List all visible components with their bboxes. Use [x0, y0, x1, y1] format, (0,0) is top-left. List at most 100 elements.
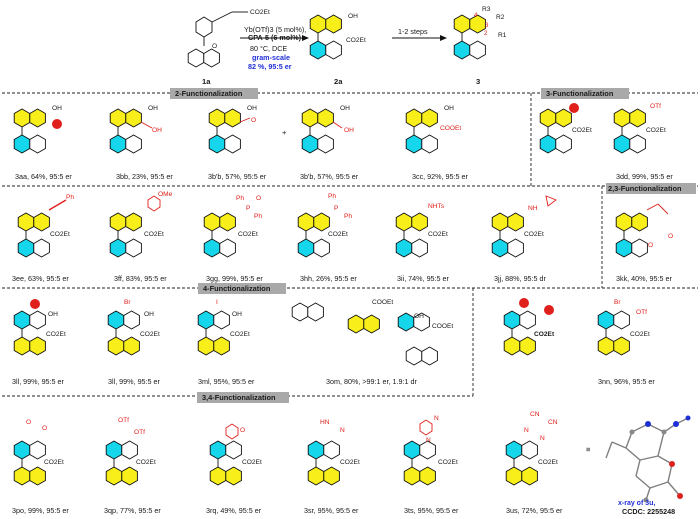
svg-text:O: O [42, 425, 47, 432]
caption-3g: 3gg, 99%, 95:5 er [206, 274, 263, 283]
compound-3c: OH COOEt 3cc, 92%, 95:5 er [406, 105, 469, 181]
svg-text:OH: OH [148, 105, 158, 112]
svg-text:OTf: OTf [650, 103, 661, 110]
caption-3h: 3hh, 26%, 95:5 er [300, 274, 357, 283]
compound-3o: COOEt OH COOEt 3om, 80%, >99:1 er, 1.9:1… [291, 299, 453, 386]
svg-text:O: O [668, 233, 673, 240]
compound-3a: OH 3aa, 64%, 95:5 er [14, 105, 72, 181]
svg-text:Br: Br [124, 299, 131, 306]
svg-text:O: O [648, 242, 653, 249]
caption-3b-alcohol: 3b'b, 57%, 95:5 er [300, 172, 359, 181]
xray-structure: x-ray of 3u, CCDC: 2255248 [605, 415, 691, 516]
svg-text:OTf: OTf [134, 429, 145, 436]
svg-text:CO2Et: CO2Et [340, 459, 360, 466]
svg-text:OMe: OMe [158, 191, 173, 198]
caption-3f: 3ff, 83%, 95:5 er [114, 274, 167, 283]
svg-text:OH: OH [144, 311, 154, 318]
reactant-label: 1a [202, 77, 211, 86]
svg-text:Ph: Ph [236, 195, 244, 202]
svg-text:CO2Et: CO2Et [572, 127, 592, 134]
svg-text:OH: OH [52, 105, 62, 112]
caption-3u: 3us, 72%, 95:5 er [506, 506, 563, 515]
compound-3r: O CO2Et 3rq, 49%, 95:5 er [206, 423, 262, 515]
svg-text:COOEt: COOEt [440, 125, 461, 132]
section-headers: 2-Functionalization 3-Functionalization … [170, 88, 696, 403]
svg-text:OH: OH [444, 105, 454, 112]
arrow2-label: 1-2 steps [398, 27, 428, 36]
plus-sign: + [282, 128, 287, 137]
svg-text:CO2Et: CO2Et [534, 331, 555, 338]
svg-text:CO2Et: CO2Et [140, 331, 160, 338]
svg-text:CO2Et: CO2Et [524, 231, 544, 238]
svg-text:Br: Br [614, 299, 621, 306]
svg-text:N: N [524, 427, 529, 434]
svg-text:CO2Et: CO2Et [50, 231, 70, 238]
svg-text:N: N [434, 415, 439, 422]
arrow-1: Yb(OTf)3 (5 mol%), CPA-5 (6 mol%) 80 °C,… [240, 25, 309, 71]
xray-caption: x-ray of 3u, [618, 500, 655, 507]
compound-3d-red: CO2Et [540, 103, 592, 153]
svg-text:O: O [240, 427, 245, 434]
header-34-functionalization: 3,4-Functionalization [202, 393, 276, 402]
svg-text:N: N [340, 427, 345, 434]
svg-text:NH: NH [528, 205, 538, 212]
caption-3m-br: 3ll, 99%, 95:5 er [108, 377, 161, 386]
reactant-ester: CO2Et [250, 9, 270, 16]
svg-text:P: P [246, 205, 251, 212]
arrow-2: 1-2 steps [392, 27, 447, 41]
svg-text:O: O [256, 195, 261, 202]
svg-text:O: O [251, 117, 256, 124]
svg-text:CN: CN [548, 419, 558, 426]
svg-text:N: N [426, 437, 431, 444]
svg-text:CO2Et: CO2Et [242, 459, 262, 466]
svg-text:CO2Et: CO2Et [136, 459, 156, 466]
svg-text:OH: OH [340, 105, 350, 112]
intermediate-ester: CO2Et [346, 37, 366, 44]
caption-3n: 3nn, 96%, 95:5 er [598, 377, 655, 386]
section-frames [2, 92, 698, 397]
svg-text:Ph: Ph [328, 193, 336, 200]
svg-text:OH: OH [414, 313, 424, 320]
svg-text:OTf: OTf [118, 417, 129, 424]
svg-text:OH: OH [48, 311, 58, 318]
svg-text:CO2Et: CO2Et [538, 459, 558, 466]
caption-3b: 3bb, 23%, 95:5 er [116, 172, 173, 181]
svg-text:OH: OH [247, 105, 257, 112]
svg-text:OTf: OTf [636, 309, 647, 316]
svg-text:HN: HN [320, 419, 330, 426]
svg-text:CO2Et: CO2Et [646, 127, 666, 134]
caption-3m: 3ml, 95%, 95:5 er [198, 377, 255, 386]
product-r2: R2 [496, 14, 505, 21]
compound-3f: OMe CO2Et 3ff, 83%, 95:5 er [110, 191, 173, 283]
caption-3i: 3ii, 74%, 95:5 er [397, 274, 450, 283]
svg-text:CO2Et: CO2Et [438, 459, 458, 466]
intermediate-label: 2a [334, 77, 343, 86]
product-pos3: 3 [485, 22, 489, 29]
caption-3a: 3aa, 64%, 95:5 er [15, 172, 72, 181]
caption-3p: 3po, 99%, 95:5 er [12, 506, 69, 515]
arrow1-line5: 82 %, 95:5 er [248, 62, 292, 71]
svg-text:CN: CN [530, 411, 540, 418]
svg-text:Ph: Ph [344, 213, 352, 220]
caption-3c: 3cc, 92%, 95:5 er [412, 172, 469, 181]
compound-3p: O O CO2Et 3po, 99%, 95:5 er [12, 419, 69, 515]
compound-3t: N N CO2Et 3ts, 95%, 95:5 er [404, 415, 459, 515]
caption-3b-prime: 3b'b, 57%, 95:5 er [208, 172, 267, 181]
compound-3n-red: CO2Et [504, 298, 555, 355]
compound-3k: O O 3kk, 40%, 95:5 er [616, 203, 673, 283]
compound-3i: NHTs CO2Et 3ii, 74%, 95:5 er [396, 203, 450, 283]
compound-3m-br: Br OH CO2Et 3ll, 99%, 95:5 er [108, 299, 161, 386]
compound-3q: OTf OTf CO2Et 3qp, 77%, 95:5 er [104, 417, 161, 515]
svg-text:CO2Et: CO2Et [44, 459, 64, 466]
header-2-functionalization: 2-Functionalization [175, 89, 243, 98]
svg-text:CO2Et: CO2Et [144, 231, 164, 238]
product-3: R3 R2 R1 4 3 2 3 [454, 6, 507, 86]
caption-3k: 3kk, 40%, 95:5 er [616, 274, 673, 283]
svg-text:I: I [216, 299, 218, 306]
compound-3b-prime: OH O 3b'b, 57%, 95:5 er [208, 105, 267, 181]
caption-3l: 3ll, 99%, 95:5 er [12, 377, 65, 386]
caption-3o: 3om, 80%, >99:1 er, 1.9:1 dr [326, 377, 418, 386]
compound-3s: HN N CO2Et 3sr, 95%, 95:5 er [304, 419, 360, 515]
arrow1-line4: gram-scale [252, 53, 290, 62]
header-3-functionalization: 3-Functionalization [546, 89, 614, 98]
